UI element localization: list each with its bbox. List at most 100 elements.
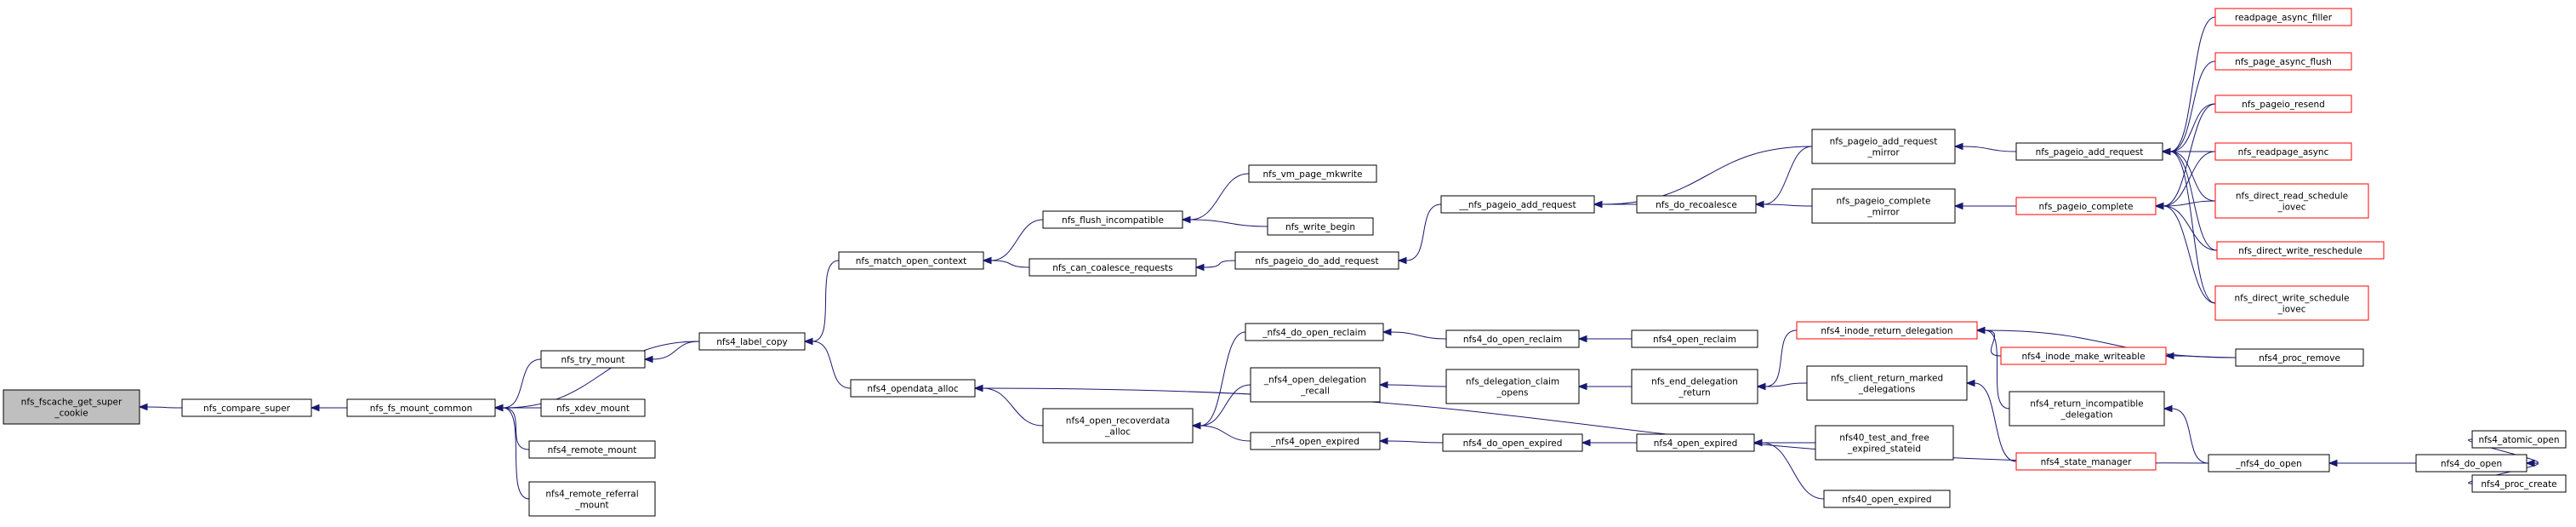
node-nfs4-inode-return-delegation[interactable]: nfs4_inode_return_delegation [1796, 321, 1978, 340]
call-edge [2171, 408, 2209, 464]
node-nfs-readpage-async[interactable]: nfs_readpage_async [2214, 142, 2352, 161]
node-box [1042, 210, 1183, 229]
node-nfs-vm-page-mkwrite[interactable]: nfs_vm_page_mkwrite [1248, 164, 1377, 183]
node-nfs4-proc-create[interactable]: nfs4_proc_create [2471, 474, 2567, 493]
node-nfs4-do-open[interactable]: _nfs4_do_open [2208, 454, 2330, 473]
node-label: nfs4_atomic_open [2478, 435, 2559, 445]
node-box [698, 332, 806, 351]
node-nfs-pageio-add-request-mirror[interactable]: nfs_pageio_add_request_mirror [1811, 129, 1956, 164]
node-box [1811, 129, 1956, 164]
node-label: nfs4_open_expired [1654, 438, 1738, 449]
call-edge [1984, 329, 2010, 410]
node-nfs-pageio-resend[interactable]: nfs_pageio_resend [2214, 95, 2352, 113]
node-nfs4-label-copy[interactable]: nfs4_label_copy [698, 332, 806, 351]
node-label: nfs_page_async_flush [2235, 57, 2332, 67]
node-label: nfs_compare_super [203, 404, 291, 414]
node-nfs-do-recoalesce[interactable]: nfs_do_recoalesce [1636, 195, 1757, 214]
edge-arrowhead [1397, 256, 1407, 265]
node-nfs4-return-incompatible-delegation[interactable]: nfs4_return_incompatible_delegation [2009, 391, 2165, 427]
node-nfs-flush-incompatible[interactable]: nfs_flush_incompatible [1042, 210, 1183, 229]
call-edge [2163, 205, 2218, 251]
edge-arrowhead [1577, 335, 1587, 343]
node-label: nfs4_do_open [2441, 459, 2502, 469]
edge-arrowhead [1378, 437, 1388, 445]
call-edge [1200, 384, 1251, 427]
edge-arrowhead [1975, 326, 1986, 335]
node-label: nfs_client_return_marked [1831, 374, 1943, 384]
node-nfs4-open-expired[interactable]: nfs4_open_expired [1636, 433, 1755, 452]
call-edge [2163, 200, 2216, 207]
edge-arrowhead [2161, 147, 2171, 156]
node-nfs-can-coalesce-requests[interactable]: nfs_can_coalesce_requests [1029, 258, 1197, 277]
edge-arrowhead [1965, 379, 1975, 387]
edge-arrowhead [1754, 200, 1764, 209]
call-edge [990, 260, 1030, 268]
node-nfs-fs-mount-common[interactable]: nfs_fs_mount_common [346, 398, 496, 417]
node-nfs-end-delegation-return[interactable]: nfs_end_delegation_return [1631, 369, 1758, 404]
node-label: _nfs4_open_delegation [1263, 375, 1366, 386]
node-nfs4-atomic-open[interactable]: nfs4_atomic_open [2471, 430, 2567, 449]
node-nfs-pageio-complete-mirror[interactable]: nfs_pageio_complete_mirror [1811, 188, 1956, 224]
node-nfs-pageio-add-request[interactable]: nfs_pageio_add_request [2015, 142, 2163, 161]
node-box [1445, 369, 1580, 404]
node-nfs4-remote-mount[interactable]: nfs4_remote_mount [528, 440, 656, 459]
node-nfs4-do-open[interactable]: nfs4_do_open [2415, 454, 2528, 473]
node-nfs4-remote-referral-mount[interactable]: nfs4_remote_referral_mount [528, 481, 656, 517]
node-nfs4-state-manager[interactable]: nfs4_state_manager [2015, 452, 2157, 471]
node-nfs-client-return-marked-delegations[interactable]: nfs_client_return_marked_delegations [1806, 365, 1968, 401]
node-nfs40-open-expired[interactable]: nfs40_open_expired [1823, 490, 1951, 508]
node-label: nfs4_opendata_alloc [867, 384, 959, 394]
node-nfs4-proc-remove[interactable]: nfs4_proc_remove [2235, 348, 2364, 367]
node-nfs-try-mount[interactable]: nfs_try_mount [540, 350, 646, 369]
call-edge [2169, 16, 2216, 152]
node-nfs4-opendata-alloc[interactable]: nfs4_opendata_alloc [850, 379, 976, 398]
edge-arrowhead [2164, 352, 2174, 360]
node-box [2015, 452, 2157, 471]
node-nfs-delegation-claim-opens[interactable]: nfs_delegation_claim_opens [1445, 369, 1580, 404]
node-nfs-direct-read-schedule-iovec[interactable]: nfs_direct_read_schedule_iovec [2214, 183, 2369, 219]
node-box [528, 481, 656, 517]
node-nfs-match-open-context[interactable]: nfs_match_open_context [838, 251, 984, 270]
call-edge [502, 407, 530, 450]
node-box [1811, 188, 1956, 224]
node-nfs4-open-expired[interactable]: _nfs4_open_expired [1250, 432, 1381, 450]
node-nfs-direct-write-schedule-iovec[interactable]: nfs_direct_write_schedule_iovec [2214, 285, 2369, 321]
edge-arrowhead [1191, 421, 1201, 430]
node-nfs-pageio-do-add-request[interactable]: nfs_pageio_do_add_request [1234, 251, 1399, 270]
node-box [850, 379, 976, 398]
node-nfs40-test-and-free-expired-stateid[interactable]: nfs40_test_and_free_expired_stateid [1815, 425, 1954, 461]
node-nfs-fscache-get-super-cookie[interactable]: nfs_fscache_get_super_cookie [3, 389, 140, 425]
node-nfs4-do-open-expired[interactable]: nfs4_do_open_expired [1442, 433, 1583, 452]
node-box [2214, 52, 2352, 71]
node-nfs-pageio-complete[interactable]: nfs_pageio_complete [2015, 197, 2157, 215]
node-nfs4-do-open-reclaim[interactable]: _nfs4_do_open_reclaim [1245, 323, 1384, 341]
node-box [2214, 285, 2369, 321]
node-label: nfs_readpage_async [2238, 147, 2329, 158]
call-edge [1984, 329, 2002, 357]
call-edge [1387, 440, 1444, 444]
call-edge [146, 406, 183, 409]
node-nfs-write-begin[interactable]: nfs_write_begin [1267, 217, 1374, 236]
node-label: nfs_pageio_add_request [2036, 147, 2144, 158]
node-box [1267, 217, 1374, 236]
call-edge [1763, 203, 1813, 207]
node-box [2415, 454, 2528, 473]
node-nfs-page-async-flush[interactable]: nfs_page_async_flush [2214, 52, 2352, 71]
node-nfs4-open-delegation-recall[interactable]: _nfs4_open_delegation_recall [1250, 367, 1381, 403]
node-box [1796, 321, 1978, 340]
node-nfs-direct-write-reschedule[interactable]: nfs_direct_write_reschedule [2216, 241, 2385, 260]
node-nfs-compare-super[interactable]: nfs_compare_super [181, 398, 312, 417]
edge-arrowhead [138, 403, 148, 411]
node-nfs4-do-open-reclaim[interactable]: nfs4_do_open_reclaim [1445, 329, 1580, 348]
node-nfs4-open-reclaim[interactable]: nfs4_open_reclaim [1631, 329, 1758, 348]
node-nfs-xdev-mount[interactable]: nfs_xdev_mount [540, 398, 646, 417]
node-nfs-pageio-add-request[interactable]: __nfs_pageio_add_request [1440, 195, 1595, 214]
node-nfs4-open-recoverdata-alloc[interactable]: nfs4_open_recoverdata_alloc [1042, 408, 1194, 444]
node-label: nfs_delegation_claim [1466, 377, 1559, 387]
edge-arrowhead [1953, 202, 1963, 210]
node-layer: nfs_fscache_get_super_cookie nfs_compare_… [3, 8, 2567, 517]
node-readpage-async-filler[interactable]: readpage_async_filler [2214, 8, 2352, 26]
node-label: nfs_match_open_context [856, 256, 967, 266]
node-nfs4-inode-make-writeable[interactable]: nfs4_inode_make_writeable [2000, 347, 2167, 365]
